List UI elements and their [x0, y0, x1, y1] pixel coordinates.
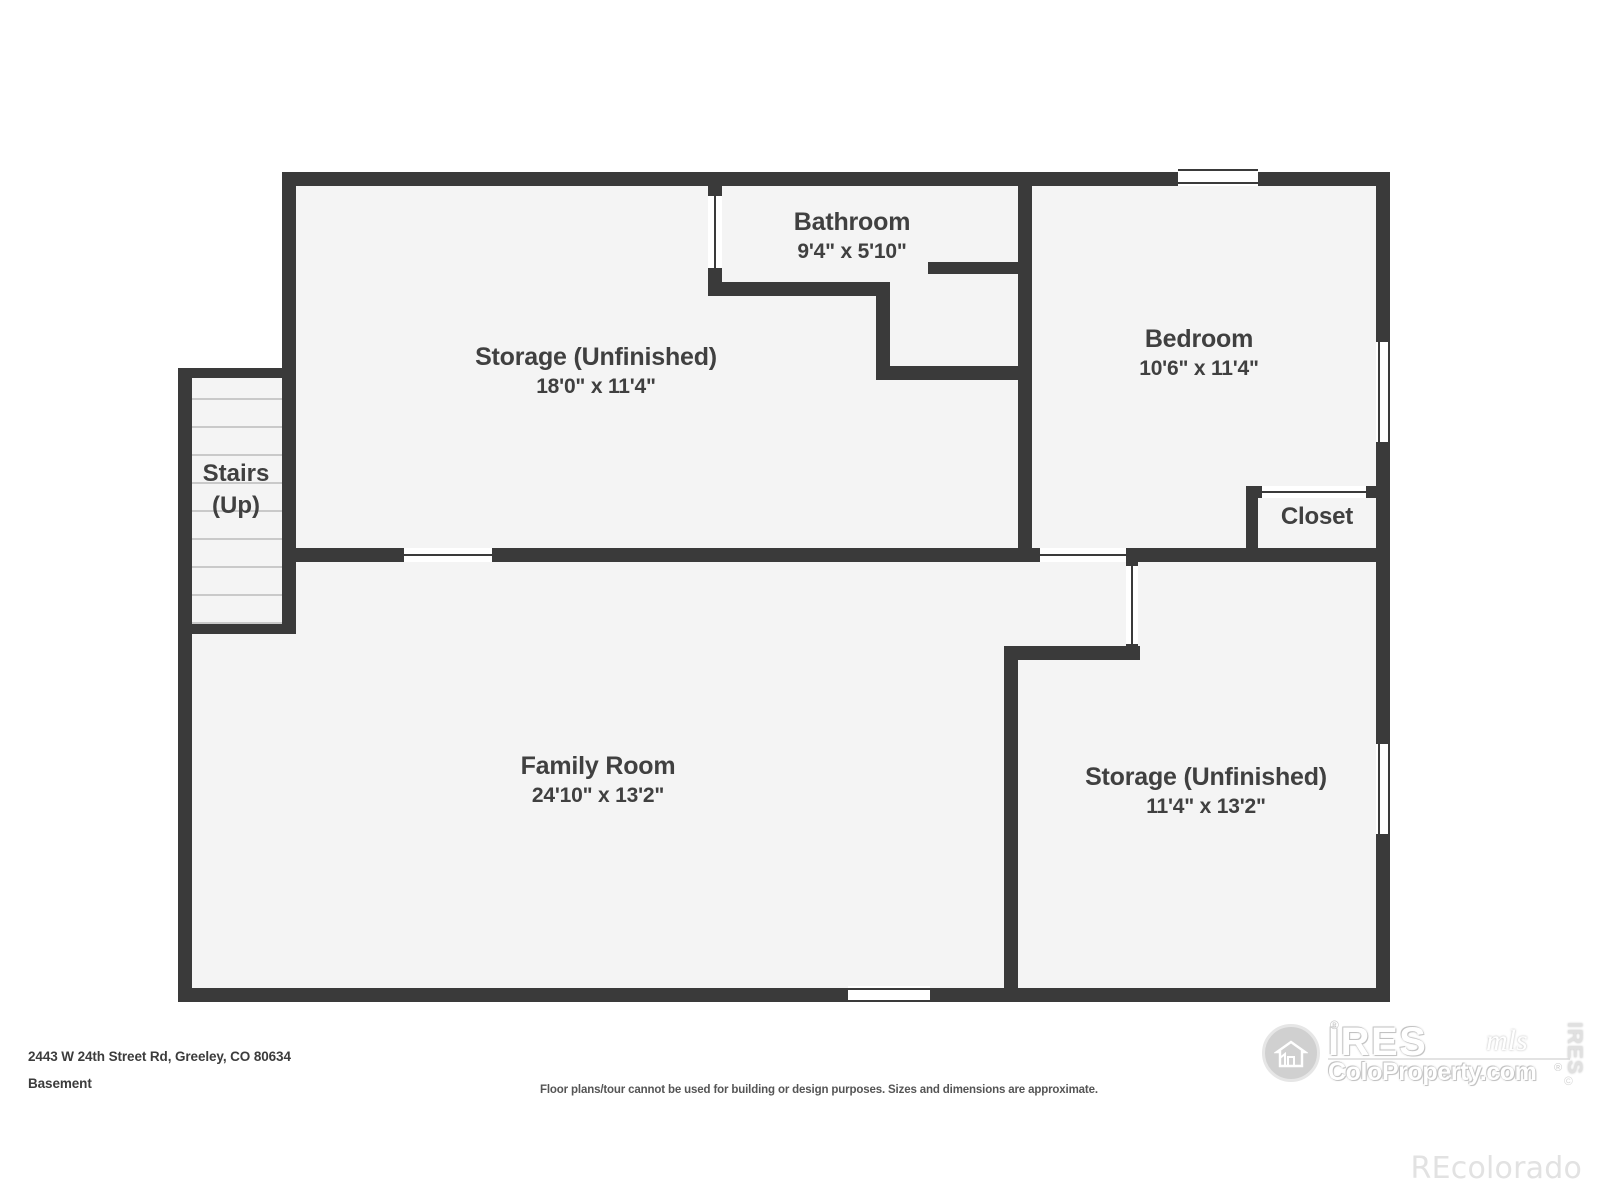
room-dims: 24'10" x 13'2"	[531, 783, 665, 807]
window-family-room-south-line	[848, 988, 930, 990]
ires-site-wordmark: ColoProperty.com	[1328, 1058, 1537, 1086]
room-dims: 11'4" x 13'2"	[1146, 794, 1266, 818]
window-bedroom-north	[1178, 168, 1258, 186]
floor-level-label: Basement	[28, 1076, 92, 1091]
window-bedroom-north-line	[1178, 169, 1258, 171]
room-label-family-room: Family Room 24'10" x 13'2"	[521, 752, 676, 808]
ires-copyright-mark: ©	[1564, 1074, 1573, 1088]
ires-vertical-wordmark: IRES	[1563, 1022, 1586, 1076]
footer: 2443 W 24th Street Rd, Greeley, CO 80634…	[0, 1020, 1600, 1200]
room-fill-storage-lower	[1004, 650, 1390, 1002]
room-fill-storage-upper	[288, 172, 1032, 558]
room-name: Closet	[1280, 503, 1354, 530]
room-fill-family-room	[178, 552, 1006, 1002]
wall-divider-corridor-top	[1124, 548, 1390, 562]
wall-bathroom-step-vertical	[876, 282, 890, 378]
stair-tread	[186, 426, 286, 428]
stair-tread	[186, 510, 286, 512]
doorway-corridor-vertical-line	[1131, 566, 1133, 650]
stair-tread	[186, 566, 286, 568]
stair-tread	[186, 594, 286, 596]
wall-stairs-bottom	[178, 624, 292, 634]
room-label-bedroom: Bedroom 10'6" x 11'4"	[1139, 325, 1259, 381]
window-family-room-south-line2	[848, 1000, 930, 1002]
room-label-closet: Closet	[1281, 503, 1353, 531]
wall-exterior-left-stairs	[178, 368, 192, 558]
wall-exterior-right	[1376, 172, 1390, 1002]
wall-exterior-left-lower	[178, 552, 192, 1002]
wall-closet-left	[1246, 486, 1258, 548]
stair-tread	[186, 622, 286, 624]
wall-exterior-bottom	[178, 988, 1390, 1002]
stairs-label-line1: Stairs	[202, 460, 270, 487]
window-storage-lower-east-line2	[1388, 744, 1390, 834]
stair-tread	[186, 454, 286, 456]
room-fill-stairs	[178, 368, 292, 634]
room-name: Storage (Unfinished)	[1085, 763, 1327, 791]
disclaimer-text: Floor plans/tour cannot be used for buil…	[540, 1084, 1098, 1096]
room-name: Bathroom	[793, 208, 911, 236]
ires-mls-script: mls	[1486, 1024, 1528, 1057]
floor-plan-canvas: Storage (Unfinished) 18'0" x 11'4" Bathr…	[178, 168, 1392, 1004]
room-name: Storage (Unfinished)	[475, 343, 717, 371]
room-name: Bedroom	[1144, 325, 1254, 353]
window-family-room-south	[848, 986, 930, 1004]
ires-house-badge-icon	[1262, 1024, 1320, 1082]
wall-bathroom-stub-right	[928, 262, 1024, 274]
doorway-bedroom-corridor-line	[1040, 554, 1126, 556]
room-label-storage-upper: Storage (Unfinished) 18'0" x 11'4"	[475, 343, 717, 399]
window-storage-lower-east-line	[1378, 744, 1380, 834]
ires-wordmark: IRES	[1328, 1020, 1428, 1064]
room-dims: 10'6" x 11'4"	[1139, 356, 1259, 380]
room-name: Family Room	[520, 752, 676, 780]
wall-stairs-top	[178, 368, 292, 378]
ires-site-registered-mark: ®	[1554, 1062, 1563, 1074]
room-fill-corridor	[1004, 552, 1390, 652]
stair-tread	[186, 398, 286, 400]
doorway-closet-line	[1262, 491, 1366, 493]
wall-bathroom-lower-horizontal	[876, 366, 1024, 380]
window-bedroom-east-line	[1378, 342, 1380, 442]
window-bedroom-east-line2	[1388, 342, 1390, 442]
property-address: 2443 W 24th Street Rd, Greeley, CO 80634	[28, 1049, 291, 1064]
wall-stairs-right-lower	[282, 558, 296, 634]
room-label-storage-lower: Storage (Unfinished) 11'4" x 13'2"	[1085, 763, 1327, 819]
stairs-label: Stairs (Up)	[203, 458, 270, 523]
wall-bathroom-bottom	[708, 282, 884, 296]
wall-storage-upper-left	[282, 172, 296, 562]
stairs-label-line2: (Up)	[212, 492, 260, 520]
ires-divider-rule	[1328, 1058, 1570, 1060]
doorway-storage-family-line	[404, 554, 492, 556]
recolorado-watermark: REcolorado	[1410, 1151, 1582, 1186]
stair-tread	[186, 482, 286, 484]
room-dims: 9'4" x 5'10"	[797, 239, 907, 263]
ires-logo: IRES ® mls ColoProperty.com ® IRES ©	[1258, 1018, 1588, 1088]
window-bedroom-north-line2	[1178, 182, 1258, 184]
wall-storage-lower-left	[1004, 646, 1018, 1002]
house-icon	[1274, 1040, 1308, 1068]
wall-exterior-top	[288, 172, 1390, 186]
doorway-bathroom-line	[714, 196, 716, 268]
wall-divider-storage-family	[288, 548, 1040, 562]
stair-tread	[186, 538, 286, 540]
ires-registered-mark: ®	[1330, 1018, 1339, 1032]
wall-storage-lower-top	[1004, 646, 1140, 660]
room-dims: 18'0" x 11'4"	[536, 374, 656, 398]
room-label-bathroom: Bathroom 9'4" x 5'10"	[793, 208, 911, 264]
